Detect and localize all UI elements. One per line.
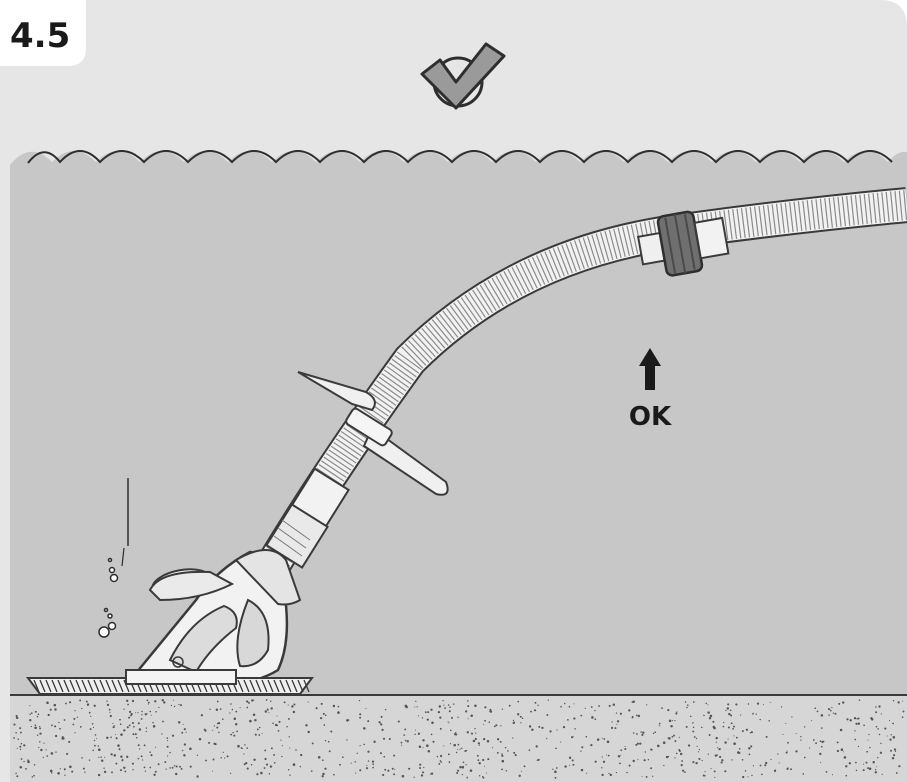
air-bubbles [98,478,129,638]
pool-floor [10,695,907,782]
ok-label: OK [629,402,672,432]
floor-texture [13,699,905,779]
hose-connector [636,210,730,277]
check-circle-icon [420,42,506,110]
suction-hose [254,187,907,580]
pool-cleaner [129,549,302,686]
step-number: 4.5 [10,16,70,56]
cleaner-disc [26,669,314,695]
water-surface-line [27,150,893,164]
step-badge: 4.5 [0,0,86,66]
cleaner-neck [265,467,350,569]
hose-float-wing [297,371,449,496]
arrow-up-icon [639,348,661,390]
ok-annotation: OK [629,348,672,432]
